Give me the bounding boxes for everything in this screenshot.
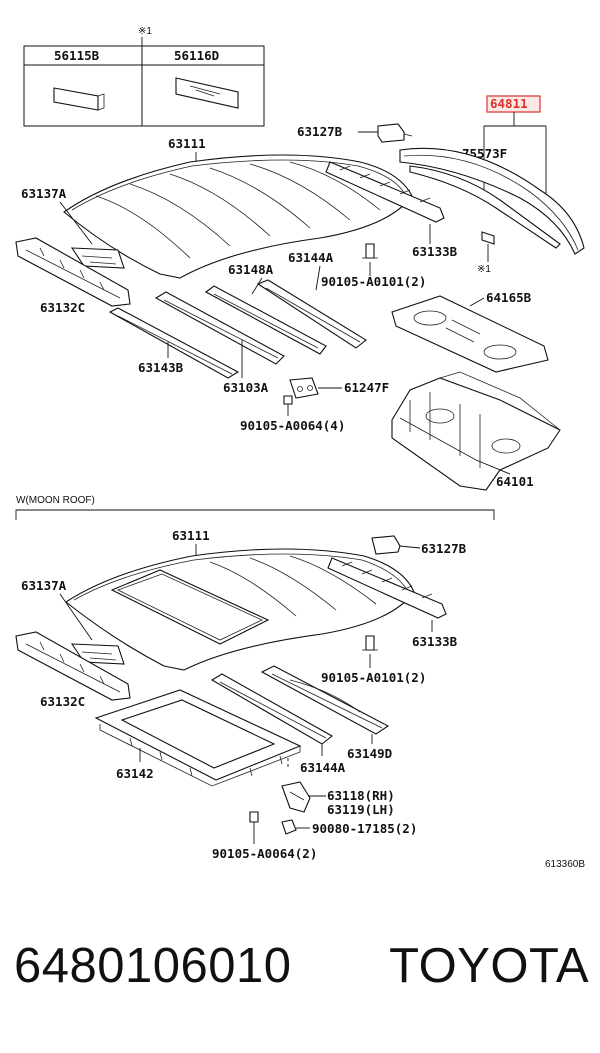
- label-63103a: 63103A: [223, 380, 269, 395]
- label-90105-a0064-top: 90105-A0064(4): [240, 418, 345, 433]
- label-63149d: 63149D: [347, 746, 392, 761]
- label-63111: 63111: [168, 136, 206, 151]
- label-63127b: 63127B: [297, 124, 343, 139]
- bracket-63118-63119: [281, 781, 311, 813]
- inset-box: 56115B 56116D: [23, 45, 265, 127]
- label-63144a: 63144A: [288, 250, 334, 265]
- section-title: W(MOON ROOF): [16, 495, 95, 506]
- inset-label-56115b: 56115B: [54, 48, 100, 63]
- label-63137a: 63137A: [21, 186, 67, 201]
- label-63127b-b: 63127B: [421, 541, 467, 556]
- part-footer: 6480106010 TOYOTA: [14, 938, 589, 994]
- label-63148a: 63148A: [228, 262, 274, 277]
- label-64101: 64101: [496, 474, 534, 489]
- label-63144a-b: 63144A: [300, 760, 346, 775]
- label-63143b: 63143B: [138, 360, 184, 375]
- clip-63127b: [377, 123, 405, 143]
- tray-64165b: [391, 295, 549, 373]
- bow-63103a: [154, 291, 285, 365]
- label-63118: 63118(RH): [327, 788, 395, 803]
- inset-label-56116d: 56116D: [174, 48, 219, 63]
- note-mark-2: ※1: [477, 264, 491, 275]
- bracket-63137a: [70, 247, 125, 269]
- label-63132c: 63132C: [40, 300, 85, 315]
- label-63111-b: 63111: [172, 528, 210, 543]
- label-63132c-b: 63132C: [40, 694, 85, 709]
- section-bracket: [15, 509, 495, 520]
- bracket-63137a-b: [70, 643, 125, 665]
- nut-90080-17185: [281, 819, 297, 835]
- rail-63133b-b: [327, 557, 447, 619]
- header-63132c-b: [15, 631, 131, 701]
- moulding-75573f: [399, 147, 585, 255]
- label-63137a-b: 63137A: [21, 578, 67, 593]
- label-90105-a0101-b: 90105-A0101(2): [321, 670, 426, 685]
- label-63119: 63119(LH): [327, 802, 395, 817]
- label-63133b: 63133B: [412, 244, 458, 259]
- bolt-90105-a0101: [365, 243, 375, 259]
- label-90105-a0101: 90105-A0101(2): [321, 274, 426, 289]
- pad-56116d: [175, 77, 239, 109]
- label-63142: 63142: [116, 766, 154, 781]
- highlight-box: [486, 95, 541, 113]
- clip-note1: [481, 231, 495, 245]
- bow-63144a-b: [210, 673, 333, 745]
- label-64165b: 64165B: [486, 290, 532, 305]
- part-number: 6480106010: [14, 939, 292, 993]
- label-90080-17185: 90080-17185(2): [312, 821, 417, 836]
- moonroof-opening: [110, 569, 270, 645]
- label-61247f: 61247F: [344, 380, 389, 395]
- brand-name: TOYOTA: [389, 939, 589, 993]
- diagram-code: 613360B: [545, 859, 585, 870]
- label-90105-a0064-b: 90105-A0064(2): [212, 846, 317, 861]
- bow-63148a: [204, 285, 327, 355]
- rear-body-64101: [391, 377, 561, 491]
- rail-63133b: [325, 161, 445, 223]
- note-mark: ※1: [138, 26, 152, 37]
- bolt-90105-a0101-b: [365, 635, 375, 651]
- bolt-90105-a0064-b: [249, 811, 259, 823]
- bracket-61247f: [289, 377, 319, 399]
- label-63133b-b: 63133B: [412, 634, 458, 649]
- label-64811: 64811: [490, 96, 528, 111]
- clip-63127b-b: [371, 535, 401, 555]
